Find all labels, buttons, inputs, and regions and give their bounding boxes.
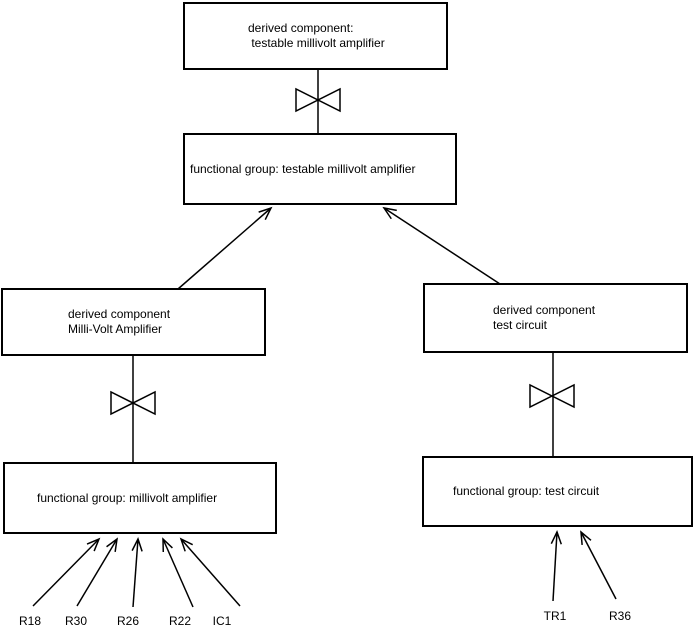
node-text: functional group: millivolt amplifier <box>37 490 218 505</box>
node-text: derived component <box>68 307 171 321</box>
node-derived-component-millivolt-amplifier: derived component Milli-Volt Amplifier <box>1 288 266 356</box>
edge-ic1 <box>179 537 241 607</box>
edge-r30 <box>76 537 118 607</box>
node-functional-group-test-circuit: functional group: test circuit <box>422 456 693 527</box>
node-text: derived component <box>493 303 596 317</box>
node-text: testable millivolt amplifier <box>248 36 385 50</box>
component-label-r22: R22 <box>168 614 192 628</box>
component-label-r30: R30 <box>64 614 88 628</box>
component-label-r26: R26 <box>116 614 140 628</box>
node-text: Milli-Volt Amplifier <box>68 322 163 336</box>
edge-r26 <box>131 537 143 608</box>
component-label-tr1: TR1 <box>543 609 567 623</box>
edge-r22 <box>162 537 194 608</box>
edge-testcircuit-to-testable <box>382 206 501 285</box>
bowtie-symbol-left <box>110 390 156 416</box>
component-label-ic1: IC1 <box>212 614 232 628</box>
node-derived-component-test-circuit: derived component test circuit <box>423 283 688 353</box>
node-derived-component-testable-millivolt-amplifier: derived component: testable millivolt am… <box>183 2 448 70</box>
node-text: test circuit <box>493 318 548 332</box>
edge-r18 <box>32 537 101 607</box>
bowtie-symbol-right <box>529 383 575 409</box>
component-label-r18: R18 <box>18 614 42 628</box>
edge-millivolt-to-testable <box>177 206 273 290</box>
node-text: functional group: testable millivolt amp… <box>190 161 416 176</box>
node-text: derived component: <box>248 21 354 35</box>
node-functional-group-millivolt-amplifier: functional group: millivolt amplifier <box>3 462 277 534</box>
node-text: functional group: test circuit <box>453 484 600 498</box>
edge-tr1 <box>550 530 563 602</box>
component-label-r36: R36 <box>608 609 632 623</box>
edge-r36 <box>580 530 617 600</box>
bowtie-symbol-top <box>295 87 341 113</box>
node-functional-group-testable-millivolt-amplifier: functional group: testable millivolt amp… <box>183 133 457 205</box>
